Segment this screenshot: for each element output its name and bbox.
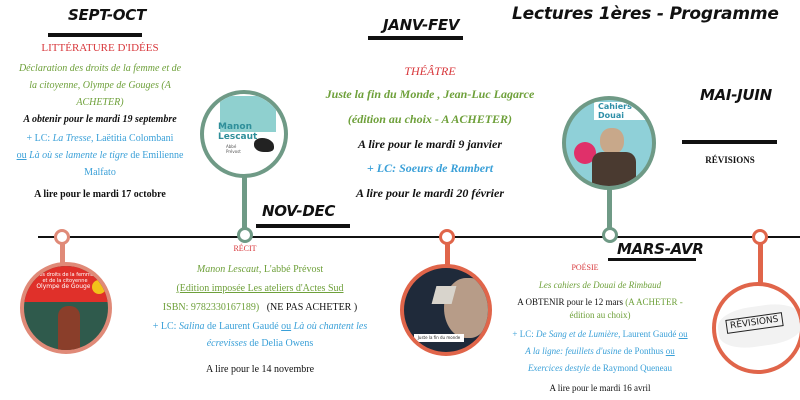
read-by-date: A lire pour le mardi 9 janvier xyxy=(357,137,502,151)
cover-manon-lescaut: Manon Lescaut Abbé Prévost xyxy=(200,90,288,178)
period-underline xyxy=(608,258,696,261)
lc-title: Là où se lamente le tigre xyxy=(29,150,128,161)
genre-label: RÉCIT xyxy=(233,244,257,253)
genre-label: LITTÉRATURE D'IDÉES xyxy=(41,42,159,54)
node-stem xyxy=(445,244,450,266)
obtain-date: A OBTENIR pour le 12 mars (A ACHETER - é… xyxy=(517,297,683,320)
genre-label: RÉVISIONS xyxy=(705,155,755,165)
timeline-node xyxy=(752,229,768,245)
page-title: Lectures 1ères - Programme xyxy=(512,4,779,24)
edition-note: (édition au choix - A ACHETER) xyxy=(347,112,513,126)
period-underline xyxy=(256,224,350,228)
period-underline xyxy=(368,36,463,40)
obtain-date: A obtenir pour le mardi 19 septembre xyxy=(23,114,177,125)
period-label-nov-dec: NOV-DEC xyxy=(262,202,336,220)
work-title: Les cahiers de Douai de Rimbaud xyxy=(538,280,662,290)
period-label-janv-fev: JANV-FEV xyxy=(383,16,460,34)
period-label-mai-juin: MAI-JUIN xyxy=(700,86,772,104)
work-title: Juste la fin du Monde , Jean-Luc Lagarce xyxy=(325,87,535,101)
lc-readings: + LC: De Sang et de Lumière, Laurent Gau… xyxy=(512,329,688,373)
bac-badge xyxy=(90,278,108,296)
cover-title: Manon Lescaut xyxy=(218,122,258,142)
work-line: ACHETER) xyxy=(76,97,124,108)
cover-film-juste-la-fin-du-monde: Juste la fin du monde xyxy=(400,264,492,356)
timeline-node xyxy=(237,227,253,243)
timeline-line xyxy=(38,236,800,238)
node-stem xyxy=(758,244,763,284)
cover-olympe-de-gouges: des droits de la femme et de la citoyenn… xyxy=(20,262,112,354)
lc-readings: + LC: Soeurs de Rambert xyxy=(366,161,494,175)
isbn-line: ISBN: 9782330167189) (NE PAS ACHETER ) xyxy=(162,302,358,313)
cover-author: Abbé Prévost xyxy=(226,144,241,154)
work-title: Déclaration des droits de la femme et de… xyxy=(0,60,200,111)
lc-title: Salina xyxy=(178,321,205,332)
lc-title: A la ligne: feuillets d'usine xyxy=(525,346,622,356)
cover-face xyxy=(600,128,624,154)
cover-horse xyxy=(254,138,274,152)
lc-title: De Sang et de Lumière xyxy=(535,329,619,339)
period-label-mars-avr: MARS-AVR xyxy=(617,240,704,258)
cover-cahiers-de-douai: Cahiers de Douai xyxy=(562,96,656,190)
work-line: la citoyenne, Olympe de Gouges (A xyxy=(29,80,171,91)
cover-jacket xyxy=(592,152,636,186)
period-underline xyxy=(48,33,142,37)
work-line: Déclaration des droits de la femme et de xyxy=(18,63,182,74)
lc-readings: + LC: La Tresse, Laëtitia Colombani ou L… xyxy=(16,133,184,178)
read-by-date: A lire pour le mardi 17 octobre xyxy=(34,189,166,200)
lc-title: Exercices destyle xyxy=(527,363,590,373)
cover-figure xyxy=(58,306,80,350)
read-by-date: A lire pour le mardi 20 février xyxy=(356,186,504,200)
node-stem xyxy=(60,244,65,264)
cover-image xyxy=(220,96,276,132)
lc-readings: + LC: Salina de Laurent Gaudé ou Là où c… xyxy=(152,321,368,349)
lc-title: La Tresse xyxy=(52,133,91,144)
period-underline xyxy=(682,140,777,144)
lc-title: Là où chantent les xyxy=(293,321,368,332)
node-stem xyxy=(607,188,612,230)
cover-revisions: RÉVISIONS xyxy=(712,282,800,374)
timeline-node xyxy=(54,229,70,245)
read-by-date: A lire pour le mardi 16 avril xyxy=(549,383,651,393)
timeline-node xyxy=(439,229,455,245)
edition-note: (Edition imposée Les ateliers d'Actes Su… xyxy=(176,283,344,294)
genre-label: POÉSIE xyxy=(571,263,599,272)
cover-text: des droits de la femme et de la citoyenn… xyxy=(36,272,94,290)
cover-caption: Juste la fin du monde xyxy=(414,334,464,342)
period-label-sept-oct: SEPT-OCT xyxy=(68,6,146,24)
genre-label: THÉÂTRE xyxy=(404,64,456,78)
work-title: Manon Lescaut, L'abbé Prévost xyxy=(196,264,324,275)
read-by-date: A lire pour le 14 novembre xyxy=(205,364,315,375)
node-stem xyxy=(242,176,247,230)
cover-title: Cahiers de Douai xyxy=(594,102,652,120)
timeline-node xyxy=(602,227,618,243)
cover-decoration xyxy=(574,142,596,164)
